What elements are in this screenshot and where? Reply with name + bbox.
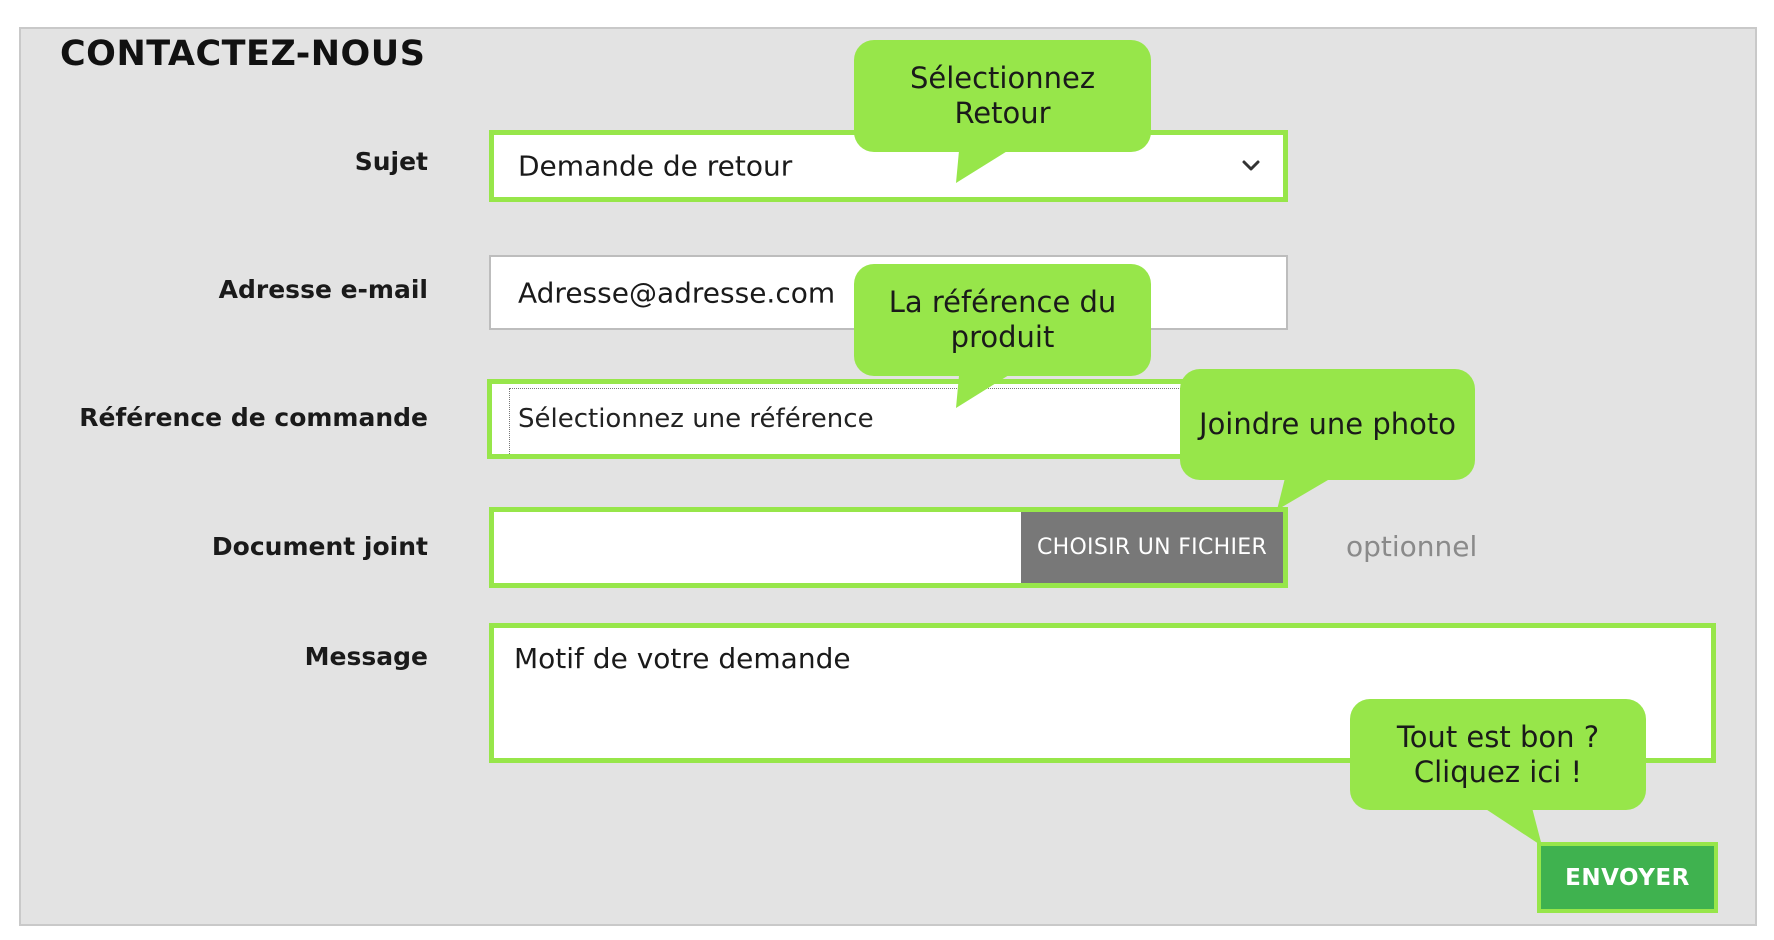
email-field-value: Adresse@adresse.com	[518, 276, 836, 309]
subject-hint-line-1: Sélectionnez	[909, 61, 1096, 95]
submit-hint-callout: Tout est bon ? Cliquez ici !	[1350, 699, 1646, 810]
message-textarea-value: Motif de votre demande	[514, 642, 851, 675]
order-reference-label: Référence de commande	[79, 403, 428, 432]
subject-hint-callout: Sélectionnez Retour	[854, 40, 1151, 152]
submit-callout-tail	[1472, 800, 1542, 846]
submit-hint-line-1: Tout est bon ?	[1396, 719, 1600, 754]
email-label: Adresse e-mail	[218, 275, 428, 304]
photo-hint-line-1: Joindre une photo	[1199, 407, 1456, 441]
order-reference-inner	[509, 388, 1283, 454]
subject-hint-line-2: Retour	[954, 96, 1051, 130]
file-input[interactable]: CHOISIR UN FICHIER	[489, 507, 1288, 588]
attachment-optional-note: optionnel	[1346, 530, 1478, 563]
submit-hint-line-2: Cliquez ici !	[1413, 754, 1583, 789]
order-reference-select[interactable]: Sélectionnez une référence	[487, 379, 1288, 459]
reference-hint-line-2: produit	[950, 320, 1055, 354]
chevron-down-icon	[1242, 160, 1260, 171]
subject-select-value: Demande de retour	[518, 149, 793, 183]
subject-label: Sujet	[354, 147, 428, 176]
attachment-label: Document joint	[211, 532, 428, 561]
reference-hint-line-1: La référence du	[888, 285, 1117, 319]
reference-hint-callout: La référence du produit	[854, 264, 1151, 376]
photo-hint-callout: Joindre une photo	[1180, 369, 1475, 480]
photo-callout-tail	[1277, 470, 1345, 510]
send-button[interactable]: ENVOYER	[1537, 842, 1718, 913]
message-label: Message	[304, 642, 428, 671]
page-title: CONTACTEZ-NOUS	[60, 34, 426, 74]
choose-file-button[interactable]: CHOISIR UN FICHIER	[1021, 512, 1283, 583]
order-reference-placeholder: Sélectionnez une référence	[518, 404, 874, 434]
